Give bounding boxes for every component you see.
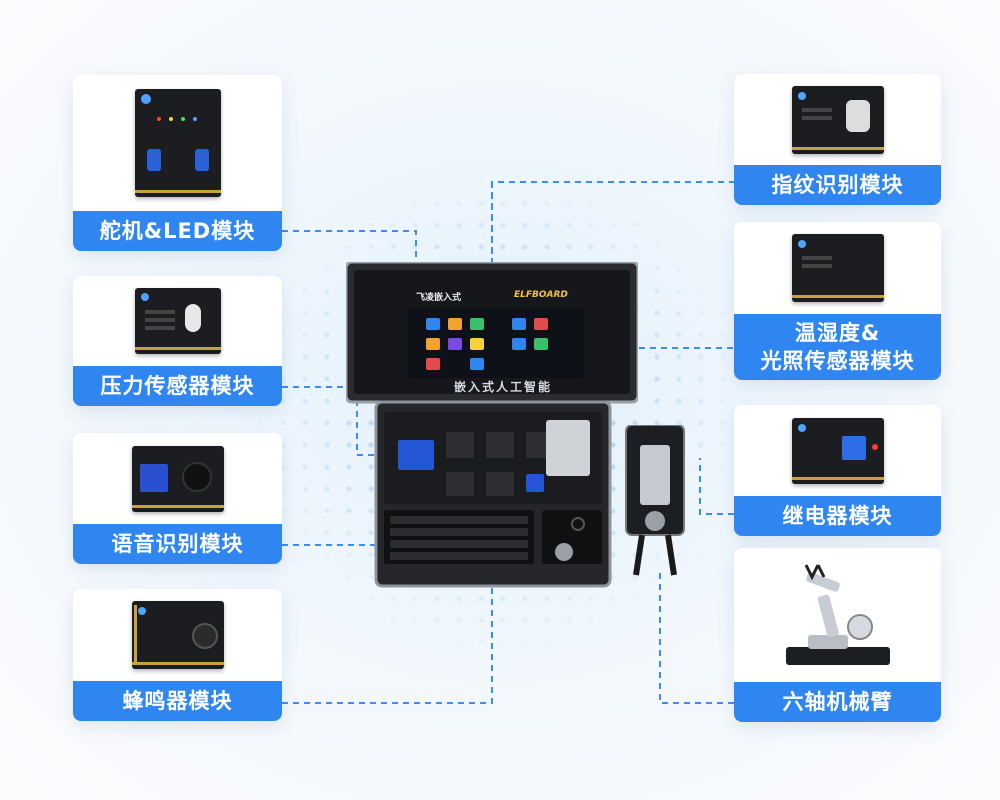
module-card-pressure[interactable]: 压力传感器模块 (73, 276, 282, 406)
temp-light-label-line1: 温湿度& (794, 321, 881, 345)
fingerprint-label: 指纹识别模块 (734, 165, 941, 205)
brand-left: 飞凌嵌入式 (416, 293, 462, 303)
module-card-fingerprint[interactable]: 指纹识别模块 (734, 74, 941, 205)
relay-board-image (734, 405, 941, 496)
line-relay (699, 458, 734, 515)
module-card-relay[interactable]: 继电器模块 (734, 405, 941, 536)
brand-right: ELFBOARD (514, 290, 568, 300)
servo-led-label: 舵机&LED模块 (73, 211, 282, 251)
module-card-servo-led[interactable]: 舵机&LED模块 (73, 75, 282, 251)
robot-arm-label: 六轴机械臂 (734, 682, 941, 722)
line-robot-arm (659, 570, 734, 704)
buzzer-label: 蜂鸣器模块 (73, 681, 282, 721)
pressure-label: 压力传感器模块 (73, 366, 282, 406)
robot-arm-icon (785, 564, 890, 665)
servo-led-board-image (73, 75, 282, 211)
robot-gripper-module (622, 424, 688, 585)
relay-label: 继电器模块 (734, 496, 941, 536)
module-card-buzzer[interactable]: 蜂鸣器模块 (73, 589, 282, 721)
fingerprint-board-image (734, 74, 941, 165)
temp-light-board-image (734, 222, 941, 314)
line-pressure (282, 386, 440, 456)
line-buzzer (282, 181, 734, 704)
ai-kit-case: 嵌入式人工智能 飞凌嵌入式 ELFBOARD (344, 260, 640, 590)
line-servo-led (282, 230, 417, 440)
screen-title: 嵌入式人工智能 (453, 380, 552, 394)
robot-arm-image (734, 548, 941, 682)
module-card-robot-arm[interactable]: 六轴机械臂 (734, 548, 941, 722)
temp-light-label: 温湿度& 光照传感器模块 (734, 314, 941, 380)
voice-board-image (73, 433, 282, 524)
buzzer-board-image (73, 589, 282, 681)
pressure-board-image (73, 276, 282, 366)
module-card-voice[interactable]: 语音识别模块 (73, 433, 282, 564)
temp-light-label-line2: 光照传感器模块 (760, 349, 915, 373)
voice-label: 语音识别模块 (73, 524, 282, 564)
module-card-temp-light[interactable]: 温湿度& 光照传感器模块 (734, 222, 941, 380)
